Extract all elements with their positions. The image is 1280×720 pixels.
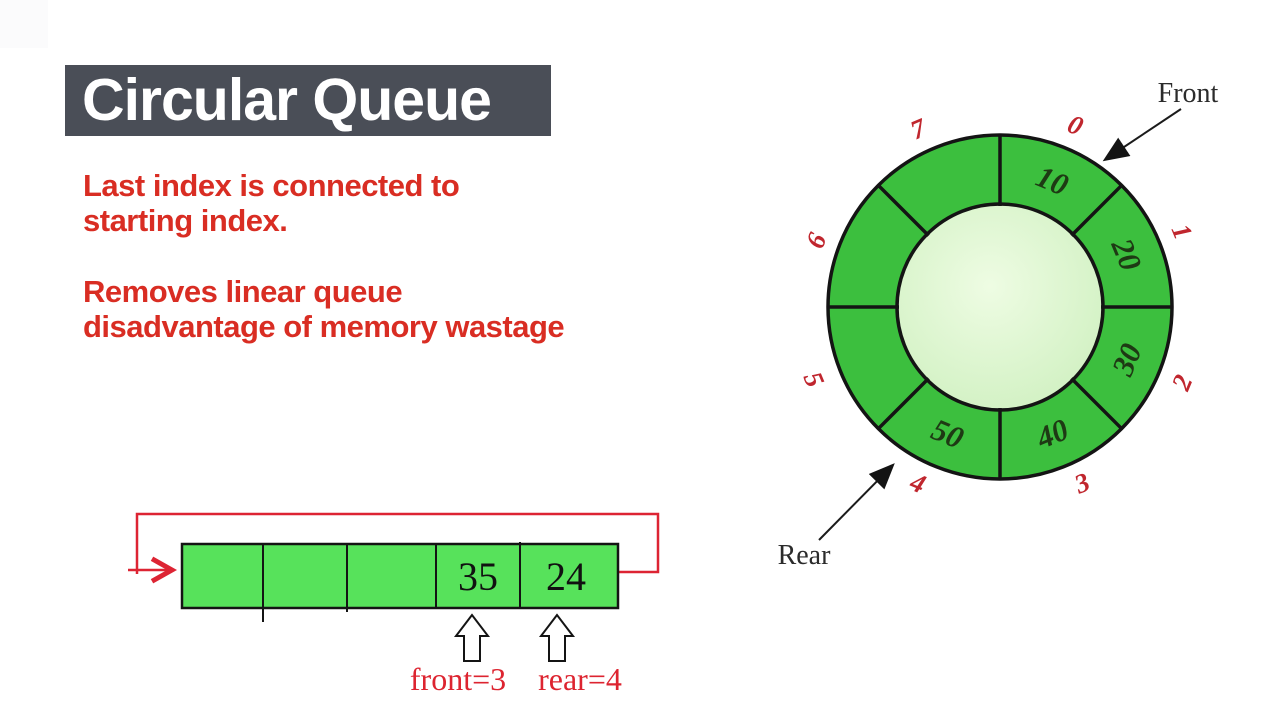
note-2: Removes linear queue disadvantage of mem… (83, 274, 683, 344)
ring-index-3: 3 (1069, 467, 1094, 500)
ring-index-1: 1 (1166, 220, 1199, 244)
array-cell-4-value: 24 (546, 554, 586, 599)
front-arrow (1102, 108, 1182, 162)
array-box (180, 542, 620, 610)
front-pointer-label: front=3 (410, 661, 506, 697)
note-2-line-1: Removes linear queue (83, 274, 403, 309)
wraparound-loop (135, 512, 660, 574)
rear-label: Rear (778, 540, 832, 571)
circular-queue-diagram: 10 20 30 40 50 0 1 2 3 4 5 6 7 Front Rea… (778, 78, 1219, 571)
front-up-arrow-icon (453, 613, 491, 662)
corner-artifact (0, 0, 48, 48)
note-2-line-2: disadvantage of memory wastage (83, 309, 565, 344)
page-title: Circular Queue (65, 65, 551, 136)
rear-pointer-label: rear=4 (538, 661, 622, 697)
rear-up-arrow-icon (538, 613, 576, 662)
array-cell-borders (262, 542, 521, 622)
rear-arrow (818, 463, 895, 541)
note-1-line-2: starting index. (83, 203, 288, 238)
notes-panel: Last index is connected to starting inde… (83, 168, 683, 380)
linear-queue-diagram: 35 24 front=3 rear=4 (128, 512, 660, 697)
array-cell-3-value: 35 (458, 554, 498, 599)
ring-index-4: 4 (905, 466, 930, 499)
note-1: Last index is connected to starting inde… (83, 168, 683, 238)
ring-index-2: 2 (1165, 370, 1198, 395)
ring-dividers (827, 134, 1173, 480)
note-1-line-1: Last index is connected to (83, 168, 460, 203)
ring-index-7: 7 (906, 112, 931, 145)
ring-index-0: 0 (1063, 109, 1087, 142)
front-label: Front (1158, 78, 1219, 109)
ring-index-5: 5 (798, 367, 831, 391)
ring-index-6: 6 (800, 228, 833, 252)
